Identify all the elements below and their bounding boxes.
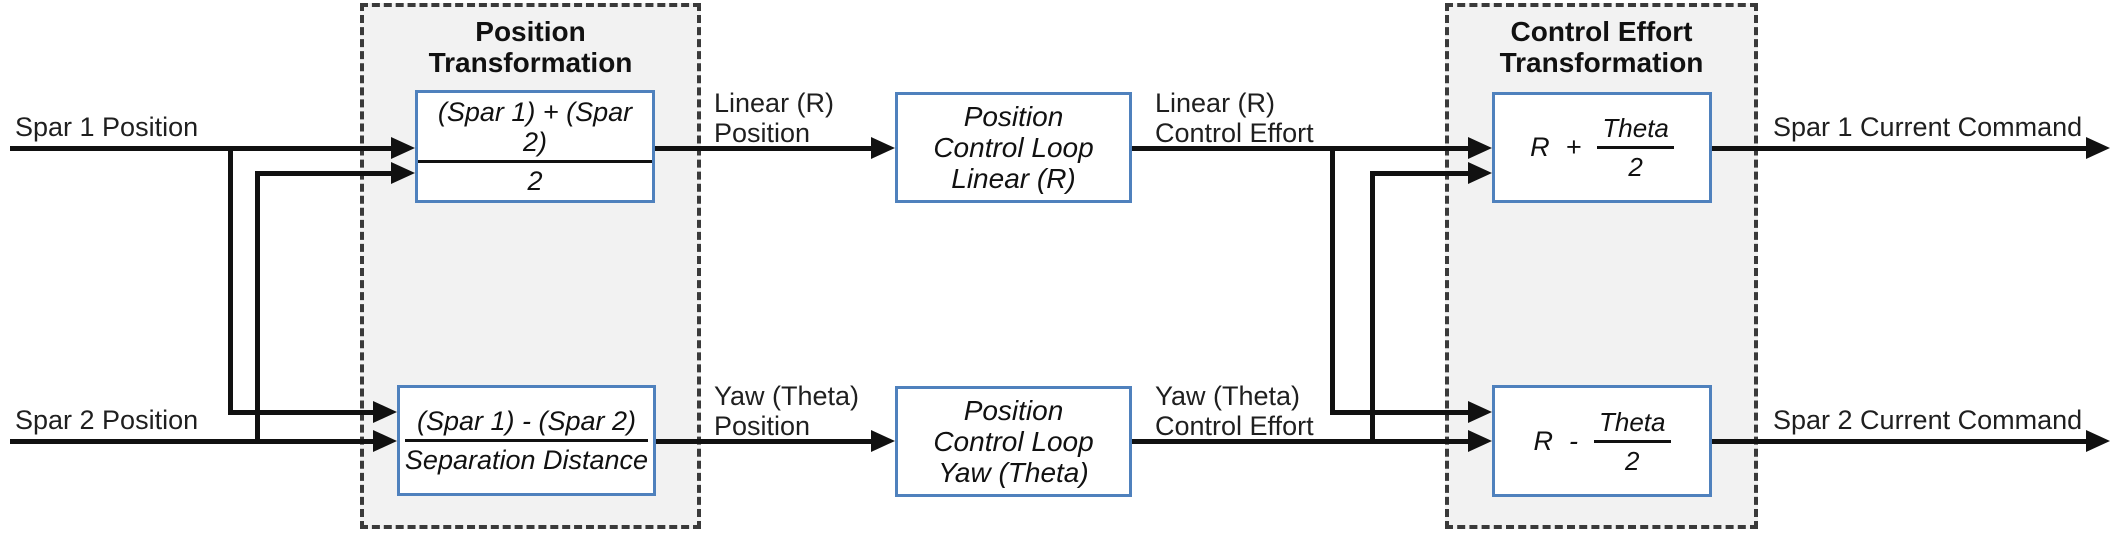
yaw-effort-line: [1132, 439, 1468, 444]
loop-text-line: Control Loop: [933, 426, 1094, 457]
yaw-effort-branch-horizontal: [1372, 171, 1468, 176]
effort-difference-formula: R - Theta 2: [1534, 407, 1671, 476]
arrowhead-icon: [2086, 430, 2110, 452]
yaw-effort-branch-vertical: [1370, 171, 1375, 444]
arrowhead-icon: [1468, 401, 1492, 423]
loop-yaw-text: Position Control Loop Yaw (Theta): [933, 395, 1093, 488]
position-difference-block: (Spar 1) - (Spar 2) Separation Distance: [397, 385, 656, 496]
loop-text-line: Position: [963, 101, 1064, 132]
effort-sum-block: R + Theta 2: [1492, 92, 1712, 203]
arrowhead-icon: [2086, 137, 2110, 159]
position-average-block: (Spar 1) + (Spar 2) 2: [415, 90, 655, 203]
arrowhead-icon: [391, 137, 415, 159]
group-title-line: Control Effort: [1510, 16, 1693, 47]
linear-effort-branch-vertical: [1330, 146, 1335, 415]
arrowhead-icon: [373, 401, 397, 423]
effort-difference-block: R - Theta 2: [1492, 385, 1712, 497]
formula-numerator: (Spar 1) + (Spar 2): [418, 97, 652, 163]
formula-term: R: [1530, 132, 1550, 162]
formula-term: R: [1533, 425, 1554, 456]
effort-sum-formula: R + Theta 2: [1530, 113, 1674, 182]
label-line: Yaw (Theta): [714, 381, 860, 411]
formula-denominator: Separation Distance: [404, 445, 649, 475]
spar1-command-line: [1712, 146, 2086, 151]
linear-effort-line: [1132, 146, 1468, 151]
spar1-branch-vertical: [228, 146, 233, 415]
yaw-position-label: Yaw (Theta) Position: [714, 381, 859, 441]
label-line: Control Effort: [1155, 411, 1314, 441]
label-line: Position: [714, 411, 811, 441]
spar2-position-line: [10, 439, 374, 444]
arrowhead-icon: [871, 137, 895, 159]
label-line: Yaw (Theta): [1155, 381, 1301, 411]
linear-position-label: Linear (R) Position: [714, 88, 834, 148]
group-title-line: Transformation: [1499, 47, 1704, 78]
theta-fraction: Theta 2: [1594, 407, 1671, 476]
yaw-position-line: [656, 439, 871, 444]
group-title-line: Transformation: [428, 47, 633, 78]
label-line: Position: [714, 118, 811, 148]
spar2-branch-horizontal: [257, 171, 391, 176]
arrowhead-icon: [1468, 137, 1492, 159]
loop-text-line: Linear (R): [951, 163, 1076, 194]
control-effort-transformation-title: Control Effort Transformation: [1449, 16, 1754, 78]
formula-numerator: Theta: [1597, 113, 1674, 149]
loop-text-line: Control Loop: [933, 132, 1094, 163]
loop-text-line: Yaw (Theta): [938, 457, 1089, 488]
arrowhead-icon: [1468, 430, 1492, 452]
yaw-effort-label: Yaw (Theta) Control Effort: [1155, 381, 1314, 441]
group-title-line: Position: [475, 16, 586, 47]
position-average-formula: (Spar 1) + (Spar 2) 2: [418, 97, 652, 196]
formula-denominator: 2: [1625, 445, 1640, 476]
linear-effort-label: Linear (R) Control Effort: [1155, 88, 1314, 148]
loop-text-line: Position: [963, 395, 1064, 426]
formula-denominator: 2: [527, 166, 543, 196]
position-control-loop-yaw-block: Position Control Loop Yaw (Theta): [895, 386, 1132, 497]
arrowhead-icon: [373, 430, 397, 452]
arrowhead-icon: [391, 162, 415, 184]
label-line: Control Effort: [1155, 118, 1314, 148]
loop-linear-text: Position Control Loop Linear (R): [933, 101, 1093, 194]
position-difference-formula: (Spar 1) - (Spar 2) Separation Distance: [404, 406, 649, 475]
spar1-position-line: [10, 146, 391, 151]
spar2-position-label: Spar 2 Position: [15, 405, 199, 435]
linear-position-line: [655, 146, 871, 151]
formula-numerator: Theta: [1594, 407, 1671, 443]
label-line: Linear (R): [714, 88, 835, 118]
formula-denominator: 2: [1628, 152, 1643, 182]
position-control-loop-linear-block: Position Control Loop Linear (R): [895, 92, 1132, 203]
arrowhead-icon: [1468, 162, 1492, 184]
arrowhead-icon: [871, 430, 895, 452]
spar2-branch-vertical: [255, 171, 260, 444]
spar2-command-label: Spar 2 Current Command: [1773, 405, 2083, 435]
spar1-command-label: Spar 1 Current Command: [1773, 112, 2083, 142]
linear-effort-branch-horizontal: [1332, 410, 1468, 415]
spar2-command-line: [1712, 439, 2086, 444]
label-line: Linear (R): [1155, 88, 1276, 118]
spar1-branch-horizontal: [230, 410, 374, 415]
theta-fraction: Theta 2: [1597, 113, 1674, 182]
minus-operator: -: [1569, 425, 1578, 456]
plus-operator: +: [1565, 132, 1582, 162]
formula-numerator: (Spar 1) - (Spar 2): [404, 406, 649, 442]
spar1-position-label: Spar 1 Position: [15, 112, 199, 142]
position-transformation-title: Position Transformation: [364, 16, 697, 78]
